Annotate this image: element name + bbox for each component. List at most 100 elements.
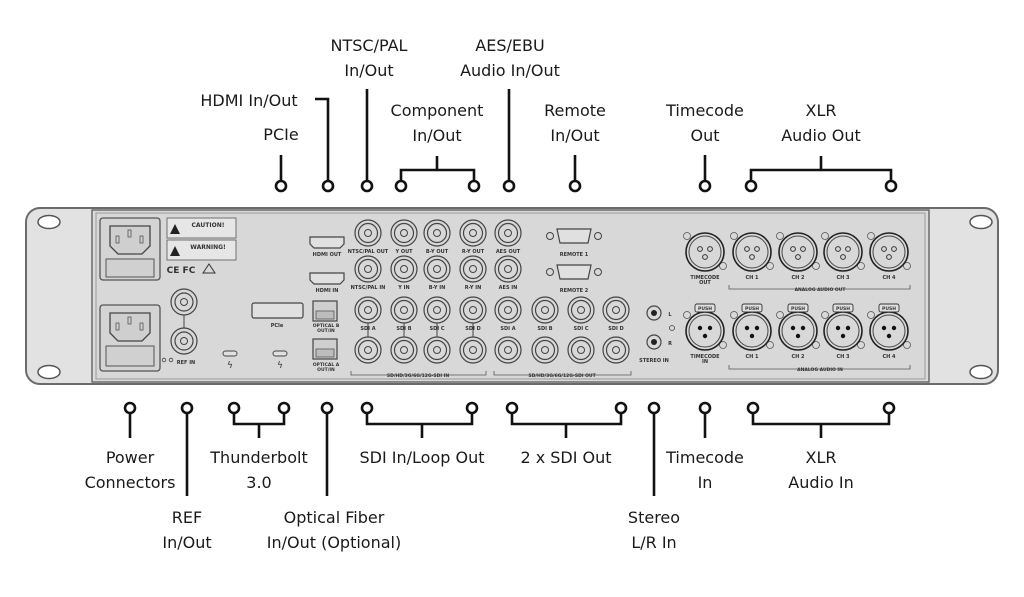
xlr-in-connector: PUSH CH 4: [867, 303, 911, 360]
port-label: AES OUT: [496, 249, 521, 255]
bnc-connector: R-Y IN: [459, 255, 487, 291]
callout-dot: [746, 401, 760, 415]
callout-xlr-in: XLR: [806, 448, 837, 467]
callout-power-line2: Connectors: [85, 473, 176, 492]
port-label: CH 3: [836, 354, 850, 360]
callout-dot: [465, 401, 479, 415]
sdi-in-connector: SDI A: [354, 296, 382, 332]
callout-timecode-in-line2: In: [698, 473, 713, 492]
port-label: NTSC/PAL IN: [351, 285, 386, 291]
push-label: PUSH: [882, 306, 896, 312]
sdi-loop-connector: [423, 336, 451, 364]
callout-dot: [274, 179, 288, 193]
callout-dot: [884, 179, 898, 193]
callout-aes-ebu-line2: Audio In/Out: [460, 61, 560, 80]
callout-stereo: Stereo: [628, 508, 680, 527]
ref-in-label: REF IN: [177, 360, 195, 366]
xlr-out-connector: CH 3: [821, 232, 865, 281]
sdi-in-connector: SDI B: [390, 296, 418, 332]
thunderbolt-ports: ϟ ϟ: [222, 350, 288, 371]
bnc-connector: AES IN: [494, 255, 522, 291]
push-label: PUSH: [791, 306, 805, 312]
port-label: CH 1: [745, 354, 759, 360]
caution-title: CAUTION!: [192, 222, 225, 229]
callout-optical-line2: In/Out (Optional): [267, 533, 401, 552]
rack-hole-icon: [969, 364, 993, 380]
push-label: PUSH: [698, 306, 712, 312]
callout-hdmi: HDMI In/Out: [200, 91, 297, 110]
sdi-out-connector: [602, 336, 630, 364]
port-label: SDI C: [573, 326, 588, 332]
port-label: B-Y IN: [429, 285, 446, 291]
callout-pcie: PCIe: [263, 125, 298, 144]
callout-dot: [360, 179, 374, 193]
callout-timecode-out-line2: Out: [690, 126, 719, 145]
rcm-mark-icon: [202, 263, 216, 274]
port-label: SDI B: [396, 326, 411, 332]
optical-a-label: OPTICAL A: [313, 362, 340, 368]
port-label: TIMECODE: [690, 354, 720, 360]
sdi-in-connector: SDI C: [423, 296, 451, 332]
port-label: CH 4: [882, 354, 896, 360]
power-connector-1: [99, 217, 161, 281]
stereo-in-label: STEREO IN: [639, 358, 669, 364]
callout-ntsc-pal: NTSC/PAL: [331, 36, 408, 55]
callout-dot: [320, 401, 334, 415]
remote-2-label: REMOTE 2: [560, 288, 589, 294]
analog-audio-in-label: ANALOG AUDIO IN: [797, 367, 843, 373]
port-label: CH 2: [791, 275, 805, 281]
port-label: CH 4: [882, 275, 896, 281]
callout-dot: [360, 401, 374, 415]
bnc-connector: R-Y OUT: [459, 219, 487, 255]
warning-triangle-icon: [170, 246, 180, 256]
callout-dot: [227, 401, 241, 415]
callout-dot: [180, 401, 194, 415]
rack-hole-icon: [969, 214, 993, 230]
hdmi-out-label: HDMI OUT: [313, 252, 342, 258]
optical-ports: OPTICAL B OUT/IN OPTICAL A OUT/IN: [312, 300, 340, 373]
sdi-out-connector: SDI A: [494, 296, 522, 332]
xlr-out-connector: CH 2: [776, 232, 820, 281]
optical-b-label: OPTICAL B: [313, 323, 340, 329]
port-label: CH 1: [745, 275, 759, 281]
bnc-connector: B-Y IN: [423, 255, 451, 291]
callout-component: Component: [391, 101, 484, 120]
callout-remote-line2: In/Out: [550, 126, 599, 145]
push-label: PUSH: [836, 306, 850, 312]
callout-labels-top: PCIe HDMI In/Out NTSC/PAL In/Out Compone…: [200, 36, 860, 145]
stereo-r-label: R: [668, 341, 672, 347]
port-label: SDI D: [608, 326, 624, 332]
port-label: SDI B: [537, 326, 552, 332]
port-sublabel: OUT: [699, 280, 711, 286]
callout-xlr-out-line2: Audio Out: [781, 126, 861, 145]
xlr-out-connector: CH 1: [730, 232, 774, 281]
bnc-connector: NTSC/PAL OUT: [348, 219, 389, 255]
sdi-in-group-label: SD/HD/3G/6G/12G-SDI IN: [387, 373, 449, 379]
remote-ports: REMOTE 1 REMOTE 2: [546, 228, 602, 294]
rack-hole-icon: [37, 364, 61, 380]
port-label: SDI D: [465, 326, 481, 332]
warning-title: WARNING!: [190, 244, 226, 251]
push-label: PUSH: [745, 306, 759, 312]
bnc-connector: AES OUT: [494, 219, 522, 255]
callout-thunderbolt-line2: 3.0: [246, 473, 271, 492]
callout-dot: [698, 179, 712, 193]
callout-stereo-line2: L/R In: [631, 533, 676, 552]
port-sublabel: IN: [702, 359, 708, 365]
sdi-out-connector: SDI D: [602, 296, 630, 332]
stereo-l-label: L: [668, 312, 672, 318]
bnc-connector: B-Y OUT: [423, 219, 451, 255]
stereo-in-ports: L R STEREO IN: [639, 305, 675, 364]
port-label: CH 2: [791, 354, 805, 360]
port-label: R-Y IN: [465, 285, 482, 291]
callout-dot: [394, 179, 408, 193]
port-label: Y IN: [397, 285, 409, 291]
callout-thunderbolt: Thunderbolt: [209, 448, 307, 467]
pcie-label: PCIe: [271, 323, 284, 329]
port-label: AES IN: [499, 285, 518, 291]
caution-label: CAUTION!: [166, 217, 237, 239]
